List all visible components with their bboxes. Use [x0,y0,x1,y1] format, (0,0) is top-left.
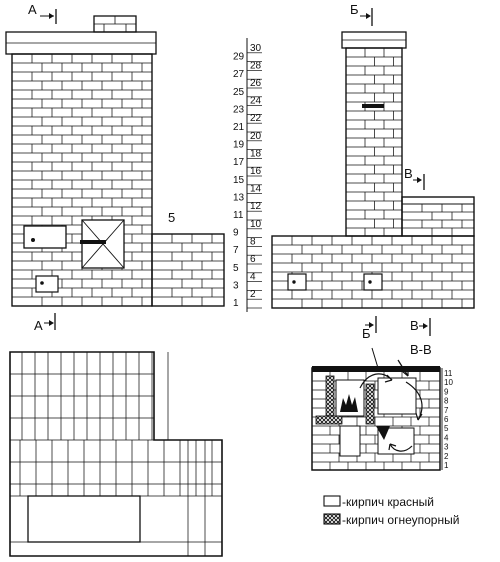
section-row-number: 5 [444,424,449,433]
side-chimney-cap [341,31,407,49]
row-number: 28 [250,60,262,71]
section-row-number: 6 [444,415,449,424]
row-number: 9 [233,228,239,239]
svg-text:-кирпич огнеупорный: -кирпич огнеупорный [342,513,459,527]
row-number: 2 [250,289,256,300]
side-upper-step [401,196,475,237]
front-ash-door-knob [40,281,44,285]
plan-firebox-opening [27,495,141,543]
front-upper-door-knob [31,238,35,242]
brick-pattern [346,48,402,236]
row-number: 21 [233,122,245,133]
row-number-column: 1234567891011121314151617181920212223242… [233,38,262,312]
section-row-number: 3 [444,443,449,452]
row-number: 14 [250,184,262,195]
section-upper-chamber [377,377,417,415]
section-row-number: 11 [444,369,453,378]
row-number: 15 [233,175,245,186]
svg-text:Б: Б [350,2,359,17]
section-mark-b-bottom: Б [362,316,377,341]
svg-text:В: В [410,318,419,333]
row-number: 20 [250,131,262,142]
grate-icon [376,426,390,440]
front-crown [5,31,157,55]
section-mark-a-top: А [28,2,57,24]
row-number: 6 [250,254,256,265]
section-row-number: 8 [444,397,449,406]
row-number: 22 [250,113,262,124]
row-number: 5 [233,263,239,274]
legend: -кирпич красный -кирпич огнеупорный [323,495,459,527]
svg-text:А: А [28,2,37,17]
svg-text:-кирпич красный: -кирпич красный [342,495,434,509]
svg-text:Б: Б [362,326,371,341]
row-number: 18 [250,148,262,159]
row-number: 17 [233,157,245,168]
side-ash-door-left [287,273,307,291]
row-number: 8 [250,236,256,247]
row-number: 11 [233,210,244,221]
row-number: 23 [233,104,245,115]
section-row-number: 4 [444,433,449,442]
section-mark-b-top: Б [350,2,373,26]
front-chimney-top [93,15,137,33]
section-mark-v-bottom: В [410,318,431,336]
section-ash-pit [339,425,361,457]
side-annotation-label: 5 [168,210,175,225]
row-number: 4 [250,272,256,283]
legend-item-red-brick: -кирпич красный [323,495,434,509]
flame-icon [340,394,358,412]
brick-pattern [152,234,224,306]
row-number: 1 [233,298,239,309]
section-row-number: 2 [444,452,449,461]
front-elevation [5,15,225,307]
front-upper-door [23,225,67,249]
side-ash-door-right [363,273,383,291]
front-firebox-door [80,219,125,269]
section-top-slab [312,366,440,372]
section-firebrick-strip [315,415,343,425]
section-mark-v-mid: В [404,166,425,190]
brick-pattern [402,204,474,236]
svg-text:В: В [404,166,413,181]
section-row-number: 10 [444,378,453,387]
section-firebrick-right [365,383,375,425]
row-number: 25 [233,87,245,98]
row-number: 16 [250,166,262,177]
row-number: 12 [250,201,262,212]
row-number: 19 [233,140,245,151]
side-elevation [271,31,475,309]
row-number: 30 [250,43,262,54]
gas-flow-arrows [359,359,423,452]
legend-item-fire-brick: -кирпич огнеупорный [323,513,459,527]
front-ash-door [35,275,59,293]
section-firebrick-left [325,375,335,417]
row-number: 24 [250,96,262,107]
section-mark-a-bottom: А [34,313,56,333]
brick-pattern [272,236,474,308]
plan-view [9,351,223,557]
row-number: 13 [233,192,245,203]
row-number: 10 [250,219,262,230]
svg-text:В-В: В-В [410,342,432,357]
row-number: 27 [233,69,245,80]
section-row-number: 7 [444,406,449,415]
svg-text:А: А [34,318,43,333]
section-row-number: 1 [444,461,449,470]
row-number: 7 [233,245,239,256]
row-number: 26 [250,78,262,89]
row-number: 3 [233,280,239,291]
side-flue-damper [362,104,384,108]
section-row-number: 9 [444,387,449,396]
row-number: 29 [233,52,245,63]
